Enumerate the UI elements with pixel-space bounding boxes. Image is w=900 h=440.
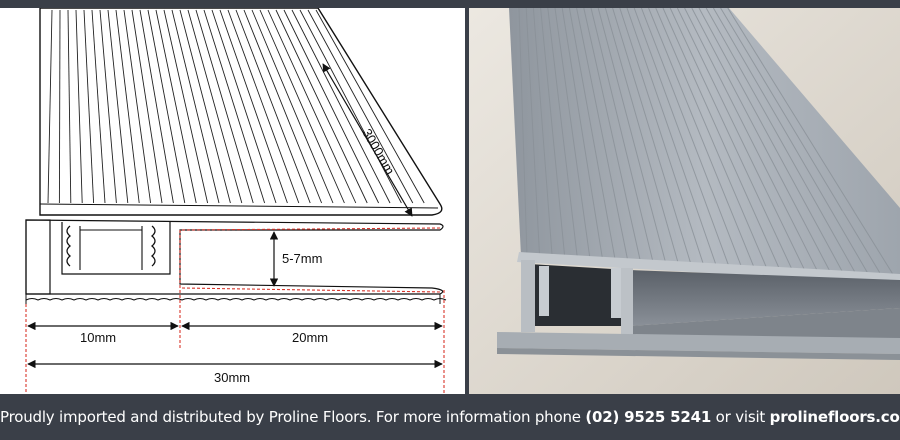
photo-rib-line: [583, 8, 641, 262]
photo-rib-line: [662, 8, 780, 269]
photo-rib-line: [640, 8, 742, 267]
rib-line: [163, 9, 209, 204]
photo-rib-line: [568, 8, 616, 261]
rib-line: [75, 9, 83, 204]
footer-mid-text: or visit: [711, 408, 770, 426]
photo-rib-line: [547, 8, 578, 259]
photo-rib-line: [525, 8, 541, 257]
photo-rib-line: [532, 8, 553, 258]
rib-line: [115, 9, 140, 204]
photo-rib-line: [691, 8, 830, 271]
rib-line: [107, 9, 129, 204]
rib-line: [123, 9, 152, 204]
ribbed-top-face: [39, 8, 443, 216]
rib-line: [139, 9, 174, 204]
height-label: 5-7mm: [282, 251, 322, 266]
rib-line: [179, 9, 231, 204]
profile-diagram: 3000mm 5-7mm 10mm 20mm 30mm: [25, 8, 447, 393]
photo-rib-line: [561, 8, 604, 260]
product-photo-panel: [469, 8, 900, 394]
rib-line: [227, 9, 300, 204]
footer-website-link[interactable]: prolinefloors.com.au: [769, 408, 900, 426]
photo-rib-line: [720, 8, 881, 274]
rib-line: [67, 9, 72, 204]
photo-rib-line: [648, 8, 755, 267]
photo-rib-line: [727, 8, 893, 274]
rib-line: [235, 9, 311, 204]
footer-bar: Proudly imported and distributed by Prol…: [0, 394, 900, 440]
photo-rib-line: [518, 8, 528, 257]
dimension-right-width: 20mm: [181, 321, 443, 345]
red-reference-lines: [25, 227, 445, 393]
rib-line: [131, 9, 163, 204]
dimension-total-width: 30mm: [27, 359, 443, 385]
footer-phone[interactable]: (02) 9525 5241: [585, 408, 712, 426]
rib-line: [99, 9, 117, 204]
rib-line: [195, 9, 254, 204]
rib-line: [219, 9, 288, 204]
rib-line: [155, 9, 197, 204]
rib-line: [243, 9, 323, 204]
rib-line: [147, 9, 186, 204]
rib-line: [47, 9, 53, 204]
footer-intro-text: Proudly imported and distributed by Prol…: [0, 408, 586, 426]
channel-section: [25, 219, 447, 304]
rib-line: [91, 9, 106, 204]
rib-line: [58, 9, 61, 204]
photo-rib-line: [590, 8, 654, 263]
photo-rib-line: [655, 8, 767, 268]
photo-rib-line: [554, 8, 591, 260]
photo-rib-line: [619, 8, 704, 265]
photo-rib-line: [597, 8, 667, 263]
total-width-label: 30mm: [214, 370, 250, 385]
aluminium-profile-photo: [469, 8, 900, 394]
right-width-label: 20mm: [292, 330, 328, 345]
left-width-label: 10mm: [80, 330, 116, 345]
photo-rib-line: [540, 8, 566, 258]
dimension-height: 5-7mm: [269, 231, 322, 287]
photo-rib-line: [684, 8, 818, 271]
photo-rib-line: [626, 8, 717, 266]
photo-rib-line: [604, 8, 679, 264]
photo-rib-line: [576, 8, 629, 261]
photo-rib-line: [669, 8, 793, 269]
dimension-left-width: 10mm: [27, 321, 179, 345]
photo-rib-line: [712, 8, 868, 273]
photo-rib-line: [705, 8, 856, 272]
rib-line: [203, 9, 266, 204]
technical-drawing-panel: 3000mm 5-7mm 10mm 20mm 30mm: [0, 8, 465, 394]
photo-rib-line: [698, 8, 843, 272]
rib-line: [83, 9, 95, 204]
photo-rib-line: [633, 8, 730, 266]
photo-rib-line: [612, 8, 692, 264]
rib-line: [211, 9, 277, 204]
rib-line: [171, 9, 220, 204]
rib-line: [251, 9, 334, 204]
rib-line: [187, 9, 243, 204]
photo-rib-line: [676, 8, 805, 270]
